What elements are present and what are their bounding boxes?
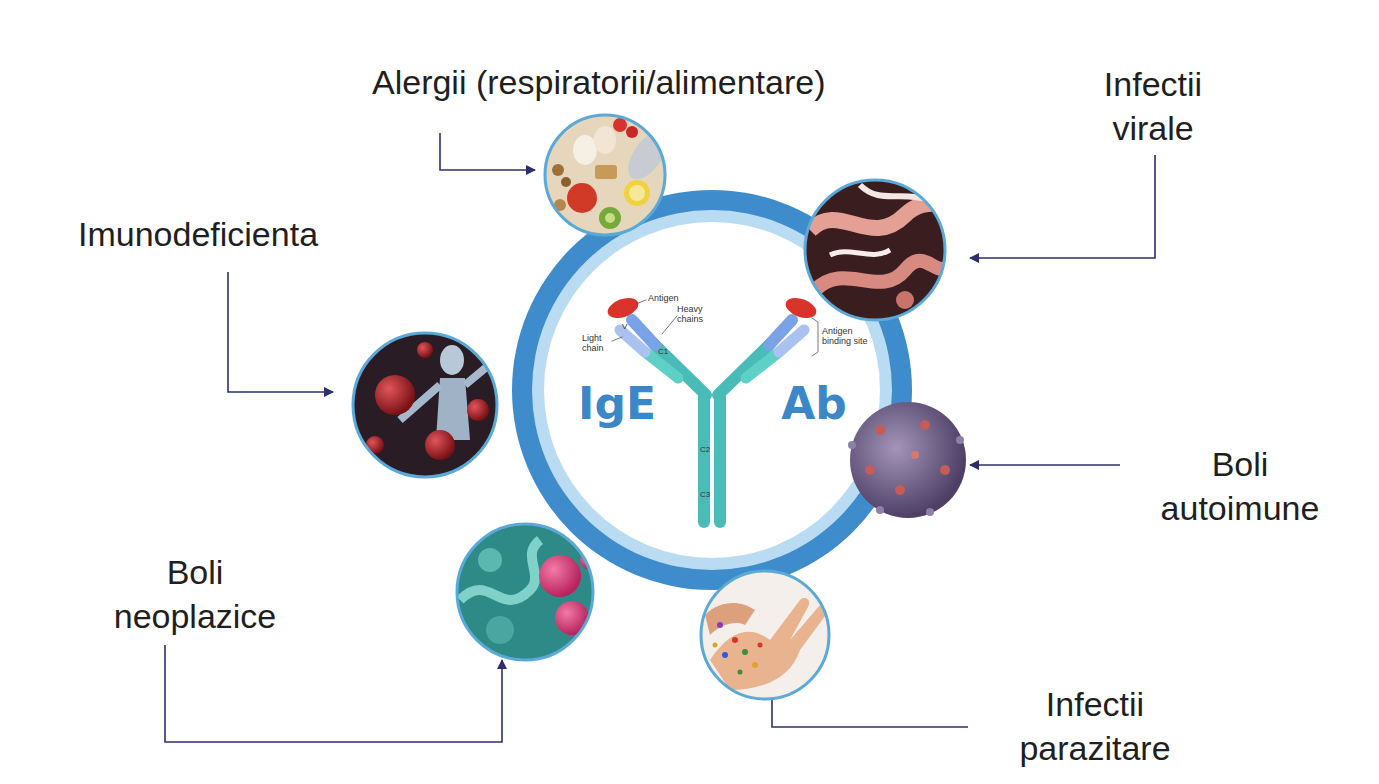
immune-image bbox=[350, 330, 500, 480]
category-label: Alergii (respiratorii/alimentare) bbox=[372, 60, 932, 104]
ring bbox=[512, 190, 912, 590]
category-label: Imunodeficienta bbox=[78, 212, 398, 256]
domain-label: C3 bbox=[700, 490, 716, 499]
isotype-label: IgE bbox=[572, 380, 662, 428]
image-border bbox=[353, 333, 497, 477]
category-label: Boli neoplazice bbox=[100, 550, 290, 638]
part-label: Antigen binding site bbox=[822, 326, 878, 347]
cell-image bbox=[455, 522, 600, 662]
ring bbox=[532, 210, 892, 570]
image-border bbox=[701, 571, 829, 699]
part-label: Light chain bbox=[582, 333, 614, 354]
part-label: Heavy chains bbox=[677, 304, 715, 325]
category-label: Infectii parazitare bbox=[1000, 682, 1190, 770]
leader-arrow bbox=[165, 645, 502, 742]
leader-arrow bbox=[970, 155, 1155, 258]
domain-label: V bbox=[622, 322, 634, 331]
image-border bbox=[457, 524, 593, 660]
antibody-circle: IgE Ab bbox=[512, 190, 912, 590]
domain-label: C2 bbox=[700, 445, 716, 454]
domain-label: C1 bbox=[658, 347, 674, 356]
antibody-label: Ab bbox=[774, 380, 854, 428]
leader-arrow bbox=[772, 684, 968, 727]
category-label: Boli autoimune bbox=[1150, 442, 1330, 530]
ring bbox=[544, 222, 880, 558]
leader-arrow bbox=[970, 464, 1120, 466]
circle-outline bbox=[512, 190, 912, 590]
leader-arrow bbox=[228, 272, 333, 392]
part-label: Antigen bbox=[648, 293, 708, 303]
leader-arrow bbox=[440, 133, 535, 170]
category-label: Infectii virale bbox=[1063, 62, 1243, 150]
